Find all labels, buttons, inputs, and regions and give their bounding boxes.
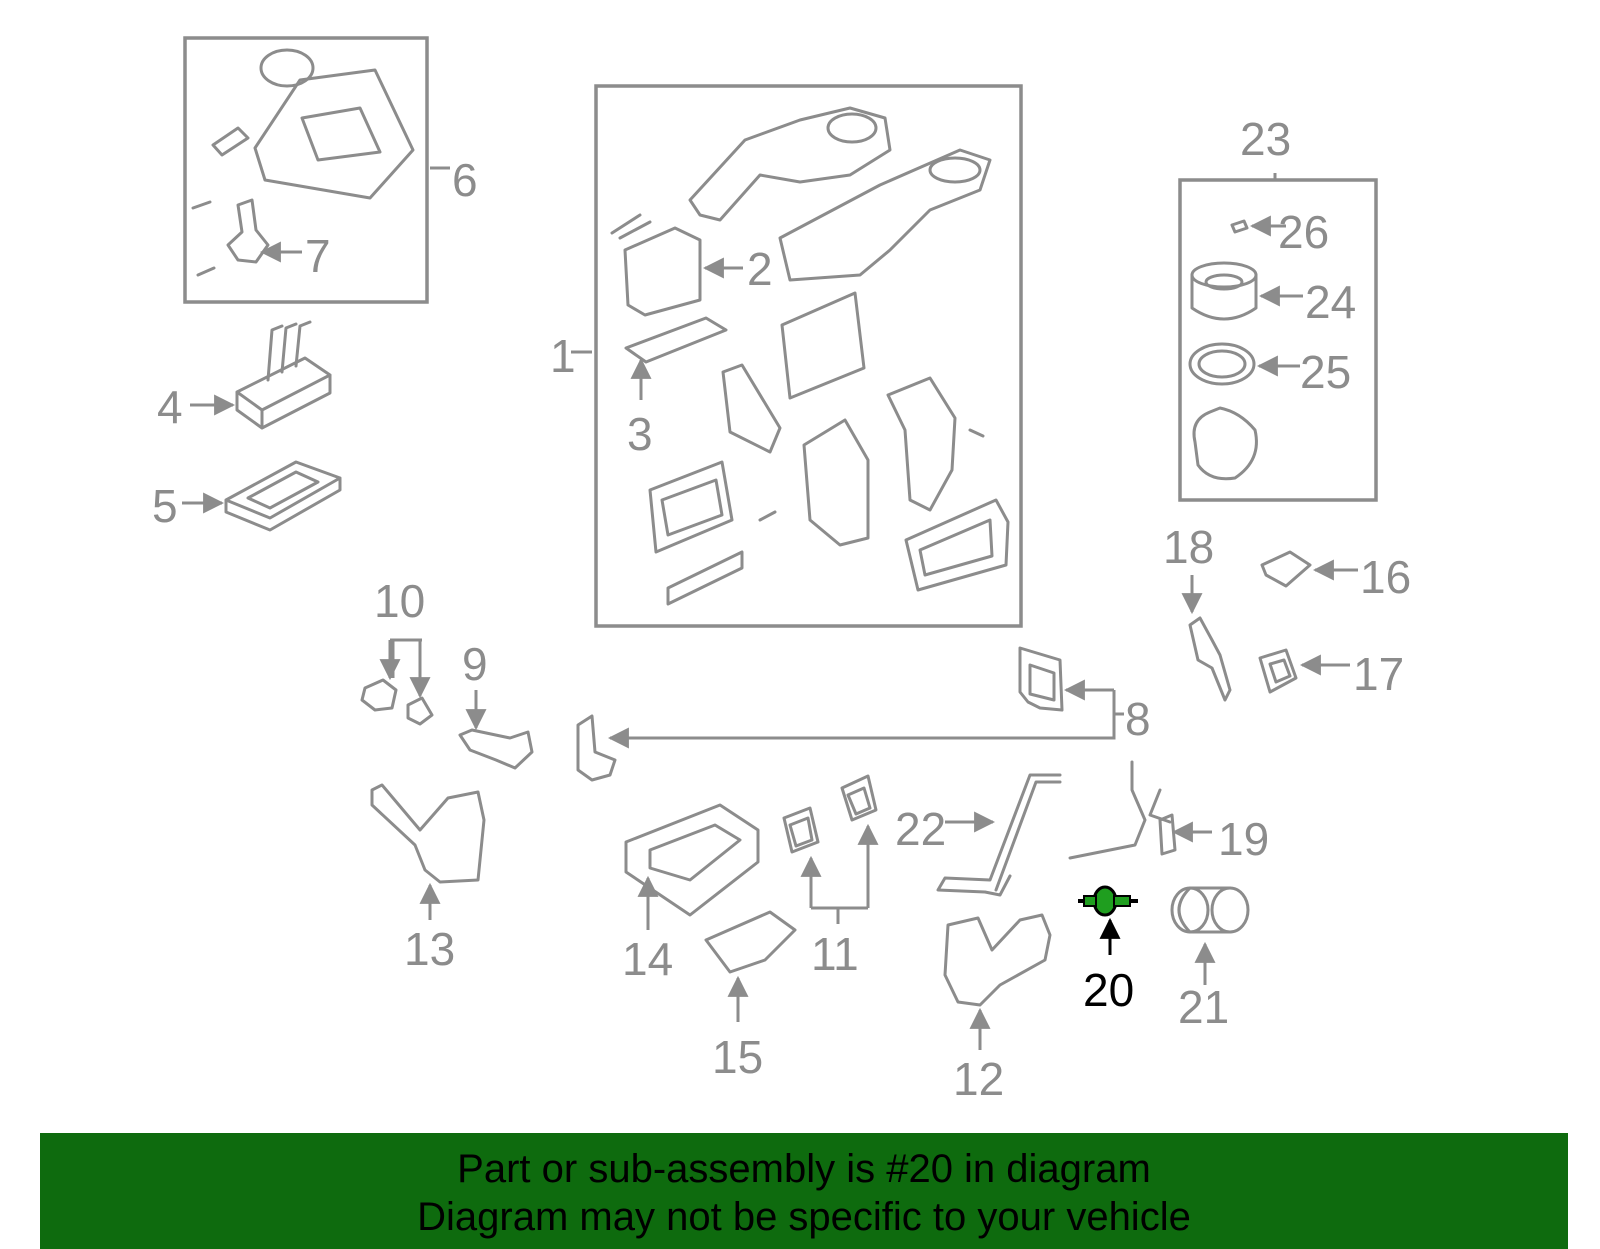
banner-line-disclaimer: Diagram may not be specific to your vehi… — [417, 1195, 1191, 1239]
callout-13: 13 — [404, 923, 455, 975]
hvac-case-parts-1 — [610, 106, 1010, 606]
callout-11: 11 — [811, 928, 859, 980]
highlighted-part-20 — [1078, 885, 1138, 917]
duct-13 — [370, 783, 486, 884]
callout-25: 25 — [1300, 346, 1351, 398]
actuator-parts-9-10 — [360, 678, 534, 770]
callout-20: 20 — [1083, 964, 1134, 1016]
callout-3: 3 — [627, 408, 653, 460]
group-box-23 — [1178, 178, 1378, 502]
callout-26: 26 — [1278, 206, 1329, 258]
callout-16: 16 — [1360, 551, 1411, 603]
callout-1: 1 — [550, 330, 576, 382]
wire-harness-19 — [1068, 760, 1177, 860]
hose-22 — [936, 773, 1062, 897]
blower-21 — [1170, 886, 1250, 934]
callout-19: 19 — [1218, 813, 1269, 865]
callout-10: 10 — [374, 575, 425, 627]
duct-12 — [943, 913, 1052, 1007]
callout-14: 14 — [622, 933, 673, 985]
callout-4: 4 — [157, 381, 183, 433]
sensors-16-17-18 — [1188, 550, 1312, 702]
callout-22: 22 — [895, 803, 946, 855]
banner-line-part-number: Part or sub-assembly is #20 in diagram — [457, 1147, 1151, 1191]
callout-7: 7 — [305, 230, 331, 282]
housing-assembly-6 — [191, 48, 415, 277]
callout-2: 2 — [747, 243, 773, 295]
callout-24: 24 — [1305, 276, 1356, 328]
group-box-1 — [594, 84, 1023, 628]
callout-6: 6 — [452, 154, 478, 206]
heater-core-4 — [235, 320, 332, 430]
callout-18: 18 — [1163, 521, 1214, 573]
callout-17: 17 — [1353, 648, 1404, 700]
info-banner: Part or sub-assembly is #20 in diagram D… — [40, 1133, 1568, 1249]
blower-motor-group-23 — [1188, 219, 1258, 481]
callout-12: 12 — [953, 1053, 1004, 1105]
callout-21: 21 — [1178, 981, 1229, 1033]
cabin-filter-5 — [224, 460, 342, 532]
callout-8: 8 — [1125, 693, 1151, 745]
callout-9: 9 — [462, 638, 488, 690]
callout-15: 15 — [712, 1031, 763, 1083]
group-box-6 — [183, 36, 429, 304]
knobs-11 — [782, 774, 878, 854]
control-modules-8 — [576, 646, 1064, 782]
trays-14-15 — [624, 803, 797, 974]
callout-23: 23 — [1240, 113, 1291, 165]
callout-5: 5 — [152, 480, 178, 532]
